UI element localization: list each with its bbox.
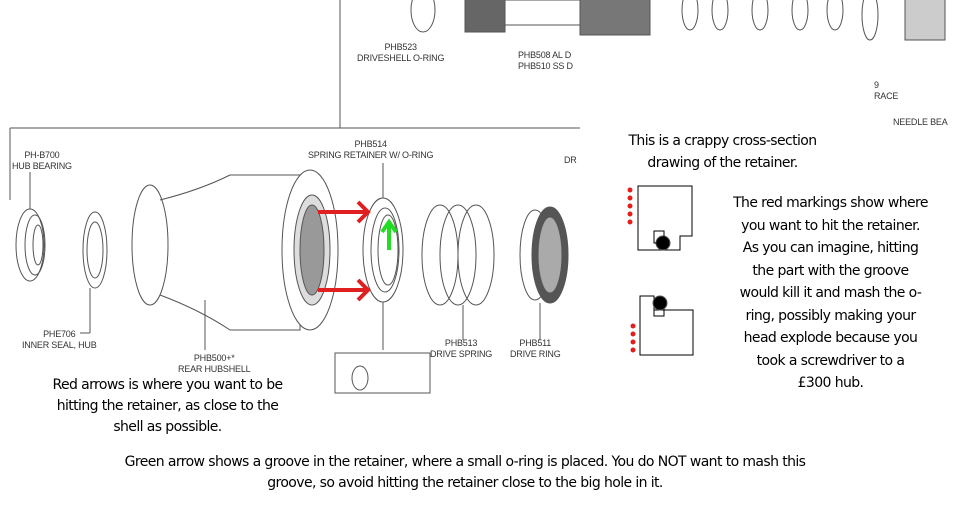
cross-section-1	[637, 185, 693, 251]
inset-box	[334, 352, 431, 394]
green-arrow-note: Green arrow shows a groove in the retain…	[124, 454, 806, 491]
rear-hubshell	[131, 184, 169, 306]
driveshell-part	[464, 0, 506, 33]
red-markings	[627, 187, 636, 353]
cross-section-2	[639, 295, 694, 356]
red-arrows	[318, 200, 371, 302]
driveshell-oring	[410, 0, 436, 33]
inner-seal	[82, 211, 108, 289]
needle-bearing-label: NEEDLE BEA	[893, 117, 948, 127]
green-arrow	[380, 218, 398, 250]
hubshell-label: PHB500+*REAR HUBSHELL	[178, 353, 251, 374]
dr-label: DR	[564, 155, 577, 165]
